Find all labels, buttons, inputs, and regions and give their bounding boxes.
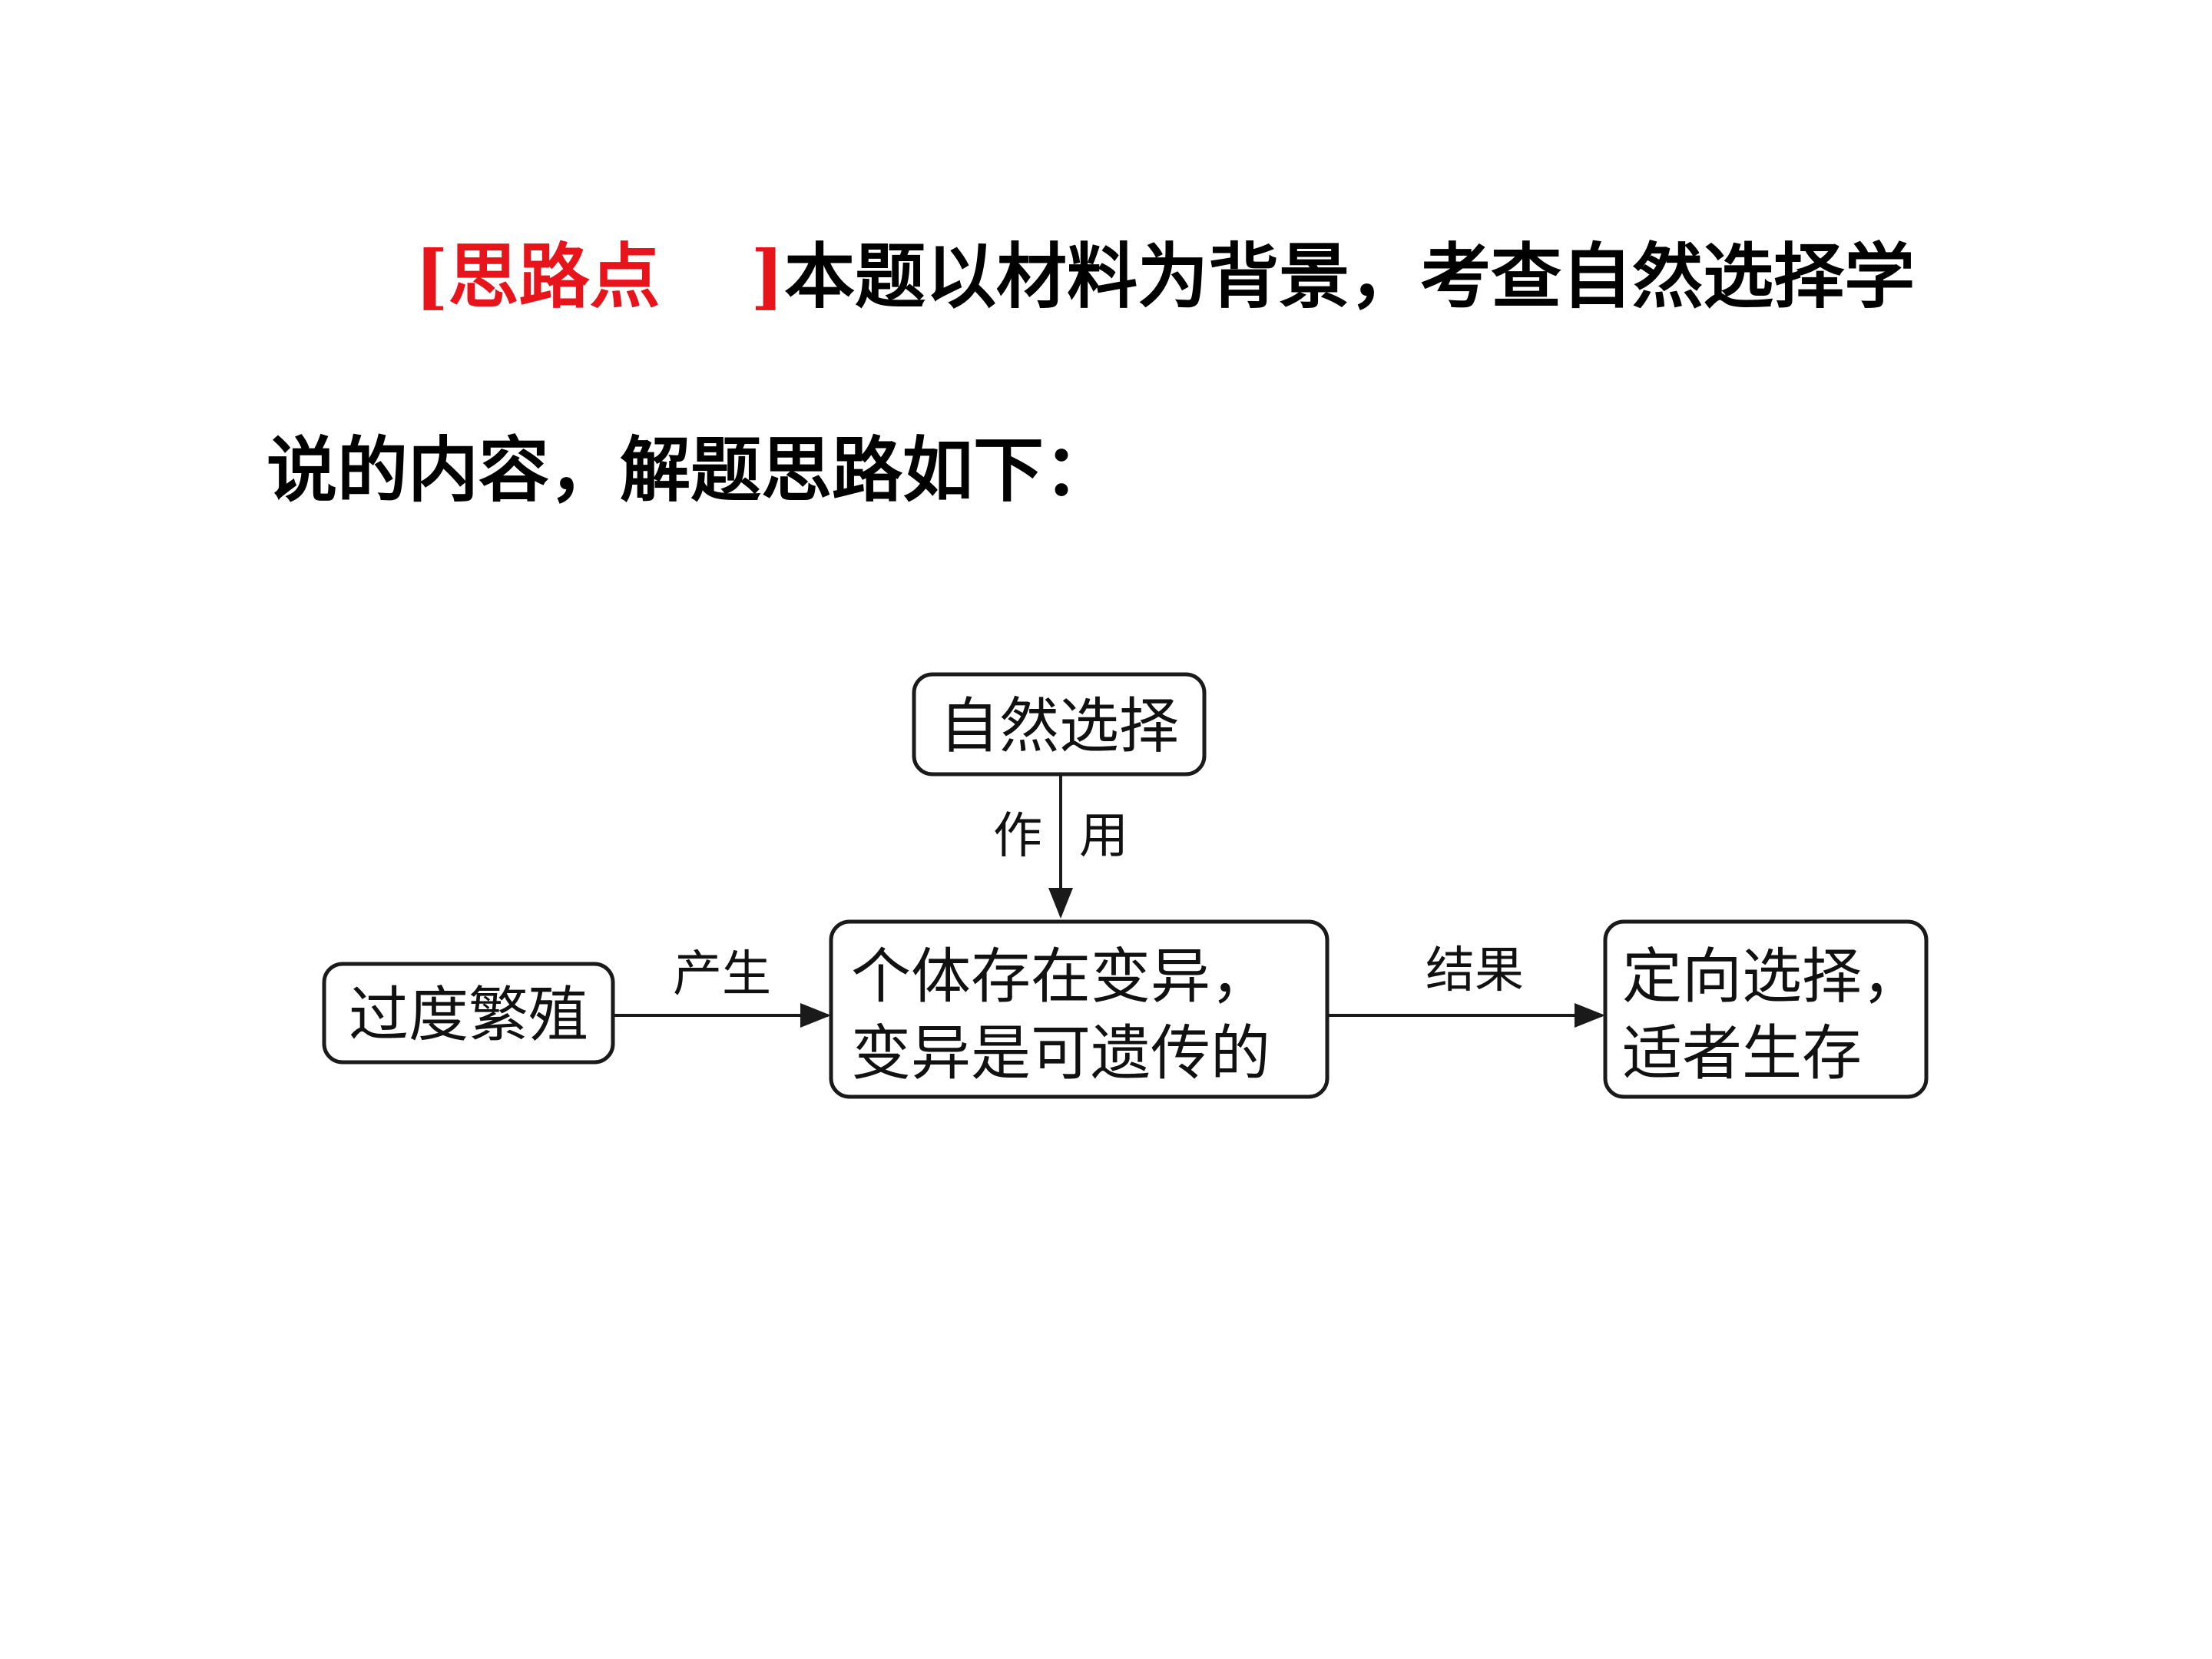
node-variation-line-1: 个体存在变异， [851,942,1270,1012]
paragraph-line-2: 说的内容，解题思路如下： [267,429,1115,512]
edge-label-acts-on-1: 作 [993,808,1042,865]
bracket-open: [ [415,235,449,318]
edge-label-acts-on-2: 用 [1079,808,1128,865]
thinking-point-label: 思路点 [448,235,661,318]
node-natural-selection: 自然选择 [912,672,1207,777]
node-overbreeding: 过度繁殖 [322,962,615,1065]
node-result: 定向选择， 适者生存 [1603,919,1929,1099]
bracket-close: ] [750,235,785,318]
node-result-line-2: 适者生存 [1622,1019,1862,1088]
edge-label-outcome: 结果 [1426,942,1524,999]
edge-label-produces: 产生 [673,946,771,1003]
node-natural-selection-label: 自然选择 [939,692,1179,761]
paragraph-line-1: [思路点]本题以材料为背景，考查自然选择学 [415,234,1915,319]
node-result-line-1: 定向选择， [1622,942,1922,1012]
node-variation: 个体存在变异， 变异是可遗传的 [829,919,1330,1099]
node-variation-line-2: 变异是可遗传的 [851,1019,1270,1088]
intro-text: 本题以材料为背景，考查自然选择学 [784,235,1916,318]
node-overbreeding-label: 过度繁殖 [349,981,588,1050]
